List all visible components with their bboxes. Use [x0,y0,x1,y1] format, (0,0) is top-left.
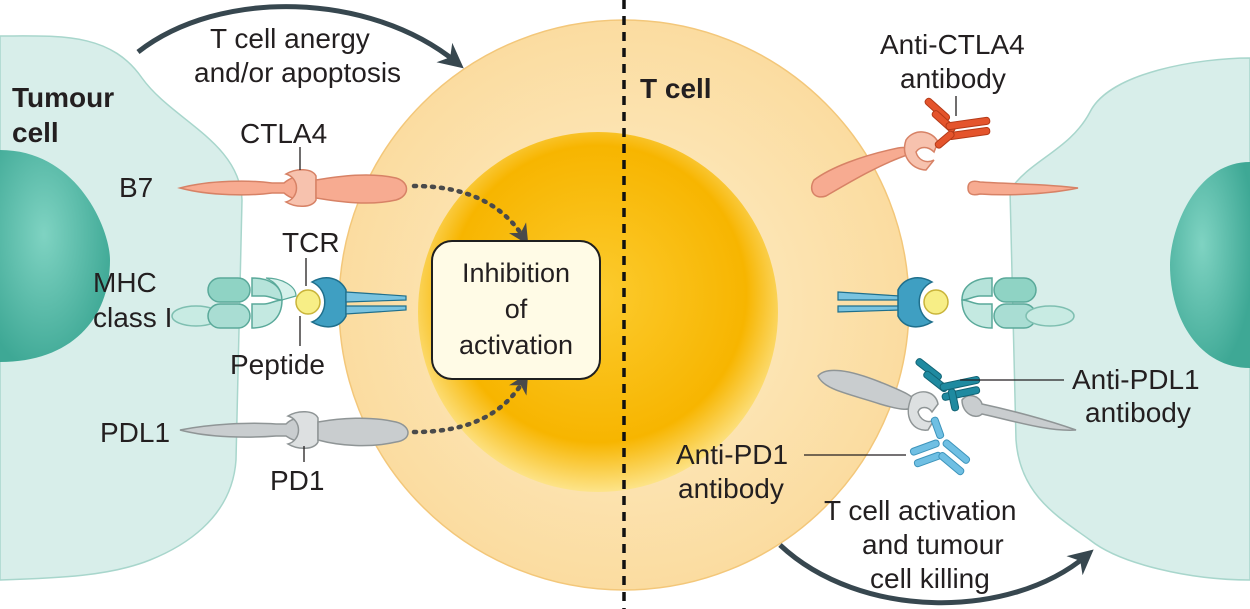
anergy-arrow [136,4,464,69]
inhibition-label-2: of [505,294,528,324]
ctla4-label: CTLA4 [240,118,327,149]
mhc-label-2: class I [93,302,172,333]
inhibition-label-1: Inhibition [462,258,570,288]
right-b7-ligand [967,180,1079,196]
anti-pd1-antibody [909,416,971,476]
anergy-label-2: and/or apoptosis [194,57,401,88]
right-pdl1-ligand [961,394,1077,431]
pd1-label: PD1 [270,465,324,496]
anti-pdl1-label-1: Anti-PDL1 [1072,364,1200,395]
mhc-class-i [171,277,297,329]
anti-ctla4-label-1: Anti-CTLA4 [880,29,1025,60]
inhibition-label-3: activation [459,330,573,360]
pdl1-label: PDL1 [100,417,170,448]
anti-ctla4-label-2: antibody [900,63,1006,94]
activation-arrow [778,543,1094,606]
tumour-cell-label-1: Tumour [12,82,114,113]
t-cell-label: T cell [640,73,712,104]
anti-ctla4-antibody [924,97,991,149]
anergy-label-1: T cell anergy [210,23,370,54]
activation-label-3: cell killing [870,563,990,594]
tcr-receptor [310,277,407,328]
left-tumour-cell [0,35,243,581]
right-tcr-receptor [837,277,934,328]
right-tumour-nucleus [1170,162,1250,368]
peptide-label: Peptide [230,349,325,380]
left-tumour-nucleus [0,150,110,362]
activation-label-2: and tumour [862,529,1004,560]
tumour-cell-label-2: cell [12,117,59,148]
inhibition-box [431,240,601,380]
right-peptide [923,289,949,315]
b7-label: B7 [119,172,153,203]
peptide [295,289,321,315]
right-ctla4-receptor [810,131,939,198]
mhc-label-1: MHC [93,267,157,298]
right-pd1-receptor [817,369,939,431]
anti-pd1-label-1: Anti-PD1 [676,439,788,470]
ctla4-receptor [284,169,408,207]
right-mhc-class-i [961,277,1075,329]
tcr-label: TCR [282,227,340,258]
anti-pd1-label-2: antibody [678,473,784,504]
activation-label-1: T cell activation [824,495,1016,526]
anti-pdl1-label-2: antibody [1085,397,1191,428]
pd1-receptor [286,411,409,449]
pd1-signal-arrow [411,373,529,435]
ctla4-signal-arrow [411,183,529,245]
